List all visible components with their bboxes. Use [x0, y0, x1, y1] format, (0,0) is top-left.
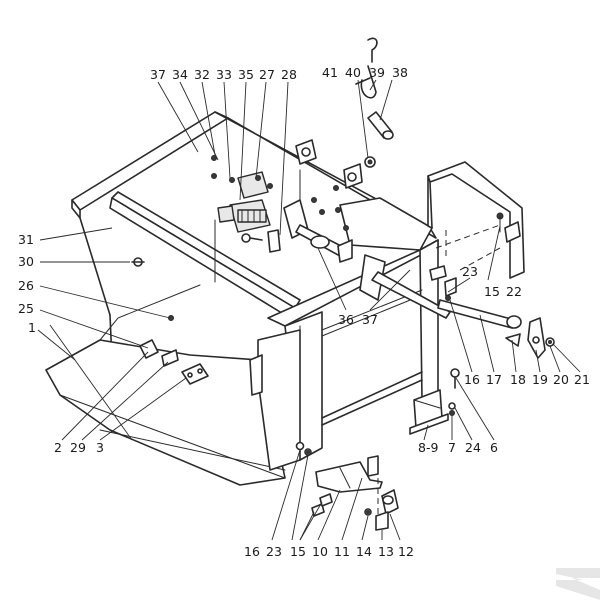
label-34: 34 [172, 67, 188, 82]
label-21: 21 [574, 372, 590, 387]
label-32: 32 [194, 67, 210, 82]
label-14: 14 [356, 544, 372, 559]
pin-assembly-38-41 [355, 37, 394, 168]
label-23-right: 23 [462, 264, 478, 279]
mount-foot [409, 368, 460, 435]
label-27: 27 [259, 67, 275, 82]
label-7: 7 [448, 440, 456, 455]
label-40: 40 [345, 65, 361, 80]
label-39: 39 [369, 65, 385, 80]
bottom-pan [45, 284, 301, 486]
guard-panel-22 [427, 161, 525, 279]
label-15-right: 15 [484, 284, 500, 299]
label-10: 10 [312, 544, 328, 559]
label-35: 35 [238, 67, 254, 82]
label-17: 17 [486, 372, 502, 387]
label-2: 2 [54, 440, 62, 455]
label-28: 28 [281, 67, 297, 82]
drive-shaft-16-21 [429, 265, 555, 359]
label-13: 13 [378, 544, 394, 559]
label-37-right: 37 [362, 312, 378, 327]
label-37-top: 37 [150, 67, 166, 82]
label-19: 19 [532, 372, 548, 387]
label-33: 33 [216, 67, 232, 82]
label-20: 20 [553, 372, 569, 387]
bottom-linkage [295, 441, 399, 531]
label-22: 22 [506, 284, 522, 299]
label-36: 36 [338, 312, 354, 327]
label-29: 29 [70, 440, 86, 455]
leader-lines [37, 79, 581, 541]
label-3: 3 [96, 440, 104, 455]
label-31: 31 [18, 232, 34, 247]
label-11: 11 [334, 544, 350, 559]
label-38: 38 [392, 65, 408, 80]
watermark-logo [556, 568, 600, 600]
label-30: 30 [18, 254, 34, 269]
label-18: 18 [510, 372, 526, 387]
gearbox-parts [211, 155, 309, 253]
label-6: 6 [490, 440, 498, 455]
label-23-bottom: 23 [266, 544, 282, 559]
label-12: 12 [398, 544, 414, 559]
label-25: 25 [18, 301, 34, 316]
label-15-bottom: 15 [290, 544, 306, 559]
label-8-9: 8-9 [418, 440, 438, 455]
top-brackets [295, 139, 363, 189]
callout-labels: 37 34 32 33 35 27 28 41 40 39 38 31 30 2… [18, 65, 590, 559]
label-1: 1 [28, 320, 36, 335]
shaft-assembly-36 [295, 185, 353, 263]
left-small-parts [131, 257, 209, 385]
label-16-right: 16 [464, 372, 480, 387]
label-41: 41 [322, 65, 338, 80]
label-24: 24 [465, 440, 481, 455]
label-26: 26 [18, 278, 34, 293]
label-16-bottom: 16 [244, 544, 260, 559]
